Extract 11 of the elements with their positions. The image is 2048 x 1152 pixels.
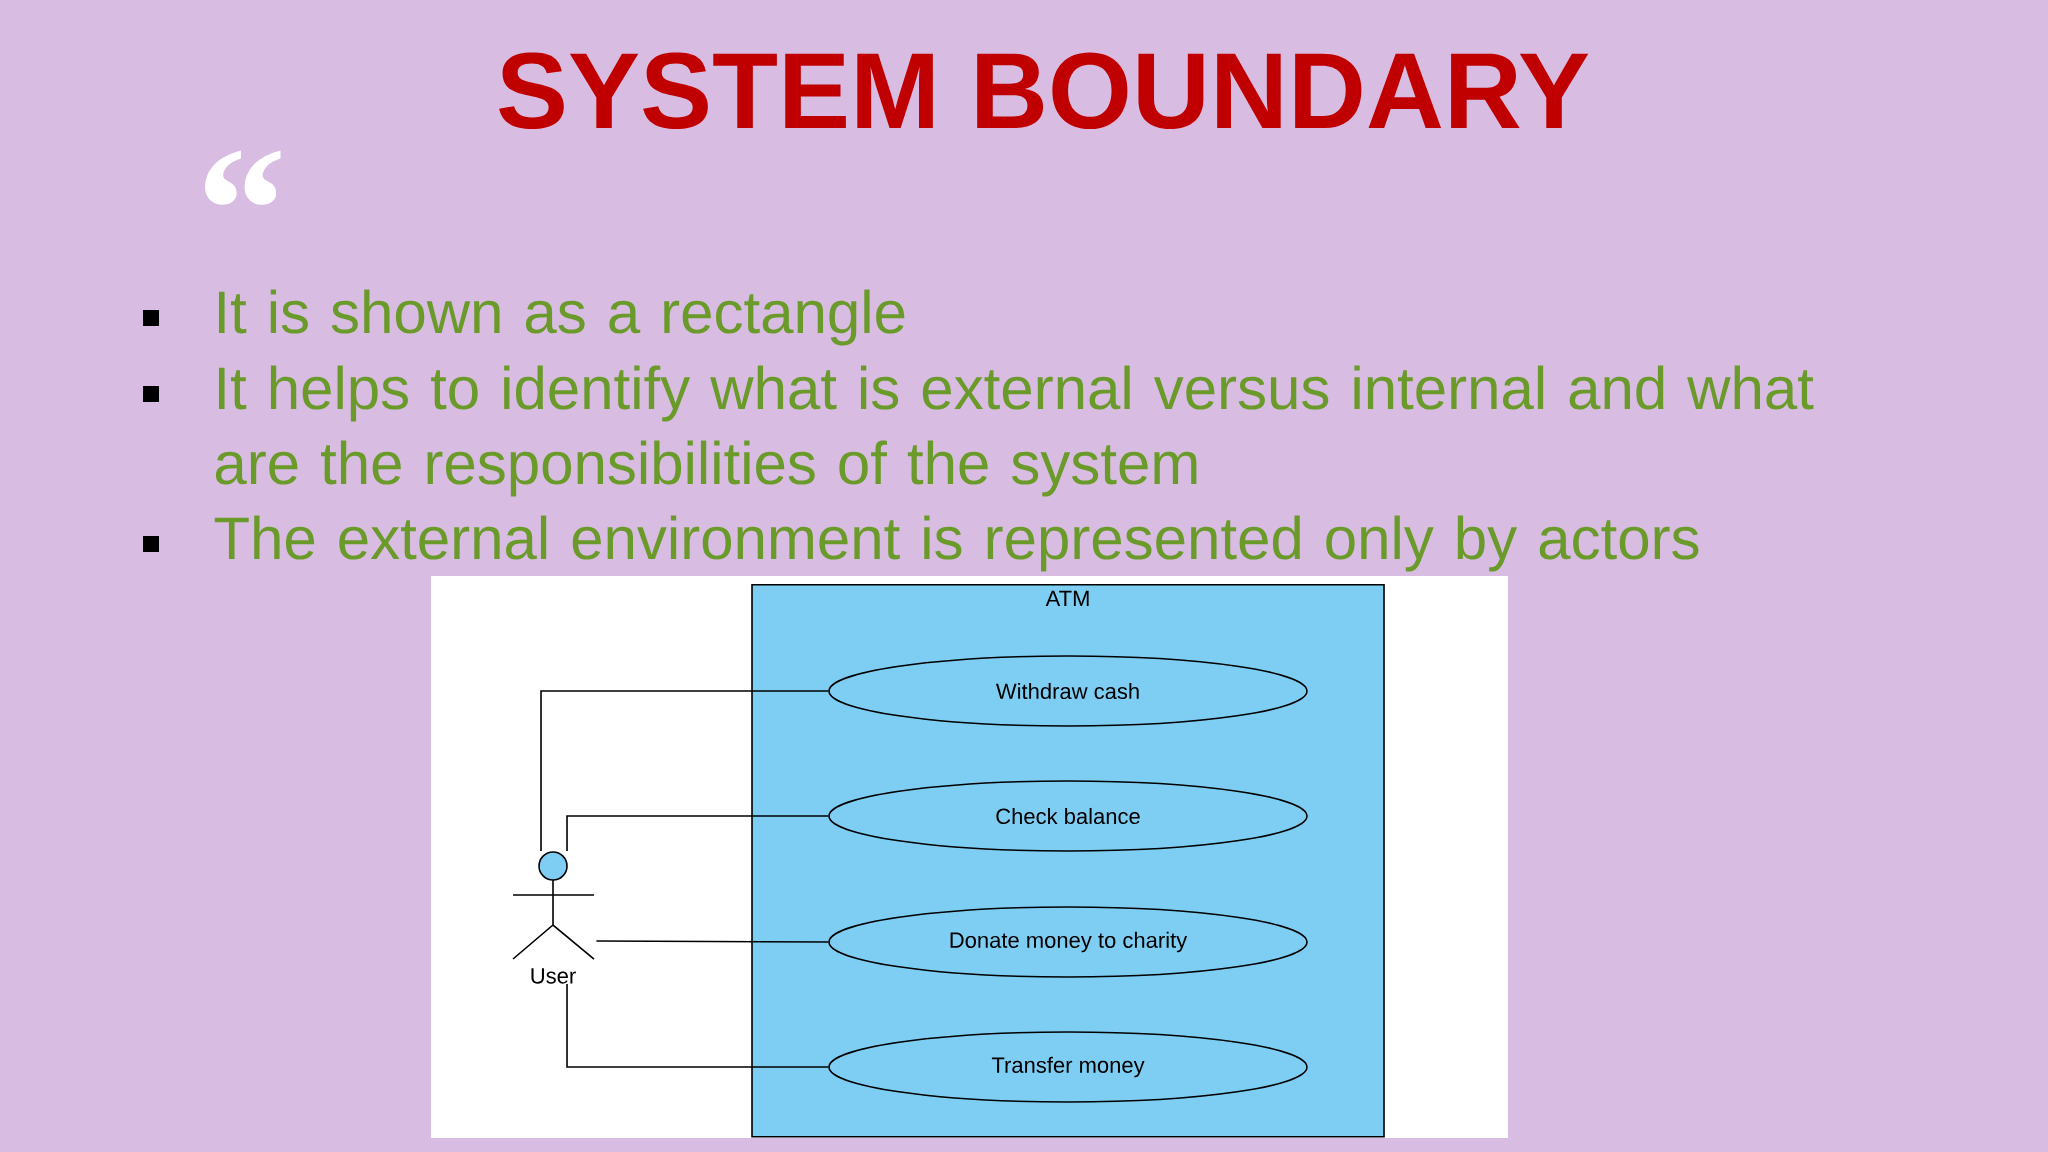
bullet-text: It helps to identify what is external versus internal and what are the responsibilities of the system	[215, 365, 1814, 497]
quote-mark: “	[205, 150, 281, 205]
title: SYSTEM BOUNDARY	[499, 52, 1589, 130]
connector-line	[566, 815, 829, 852]
bullet-text: The external environment is represented only by actors	[214, 515, 1699, 572]
connector-line	[595, 940, 829, 943]
connector-line	[540, 690, 829, 852]
bullet-text: It is shown as a rectangle	[218, 289, 905, 346]
actor-figure: User	[512, 851, 595, 984]
connector-line	[566, 983, 829, 1068]
node-label: User	[531, 968, 576, 984]
